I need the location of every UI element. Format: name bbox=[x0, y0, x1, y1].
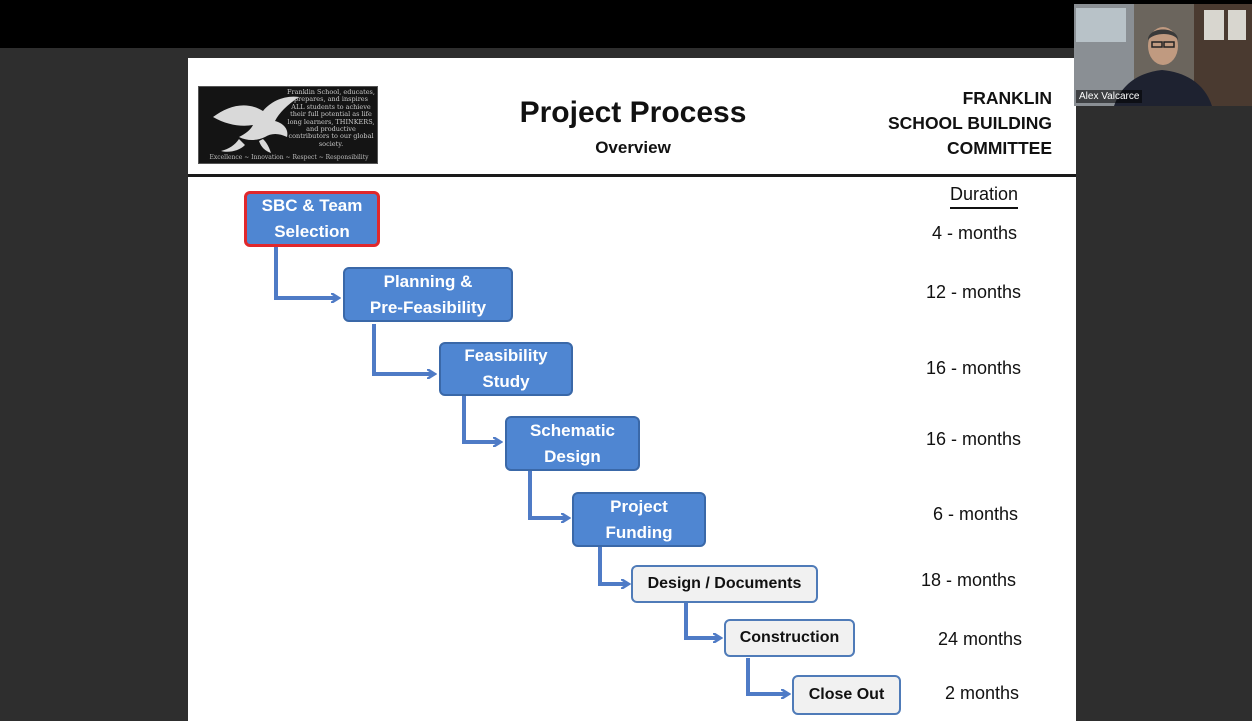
participant-video-feed bbox=[1074, 4, 1252, 106]
flow-connectors bbox=[274, 246, 1076, 721]
committee-name: FRANKLIN SCHOOL BUILDING COMMITTEE bbox=[888, 86, 1052, 161]
step-label: Project bbox=[610, 496, 668, 516]
duration-value: 16 - months bbox=[926, 429, 1022, 449]
duration-value: 24 months bbox=[938, 629, 1023, 649]
connector-arrow-icon bbox=[372, 324, 434, 374]
org-line: FRANKLIN bbox=[962, 88, 1052, 108]
connector-arrow-icon bbox=[684, 603, 720, 638]
step-label: Pre-Feasibility bbox=[369, 297, 487, 317]
connector-arrow-icon bbox=[528, 470, 568, 518]
org-line: COMMITTEE bbox=[947, 138, 1052, 158]
step-label: Close Out bbox=[808, 686, 885, 703]
school-logo: Franklin School, educates, prepares, and… bbox=[198, 86, 378, 164]
step-label: Planning & bbox=[383, 271, 473, 291]
duration-value: 12 - months bbox=[926, 282, 1022, 302]
step-label: SBC & Team bbox=[261, 196, 363, 215]
step-label: Design bbox=[544, 446, 601, 466]
duration-value: 18 - months bbox=[921, 570, 1017, 590]
step-label: Selection bbox=[274, 222, 350, 241]
duration-header: Duration bbox=[950, 184, 1019, 209]
slide-header: Franklin School, educates, prepares, and… bbox=[188, 58, 1076, 174]
participant-name-label: Alex Valcarce bbox=[1076, 90, 1143, 103]
top-black-bar bbox=[0, 0, 1252, 48]
logo-tagline: Excellence ~ Innovation ~ Respect ~ Resp… bbox=[209, 154, 369, 161]
connector-arrow-icon bbox=[462, 396, 500, 442]
participant-video-tile[interactable]: Alex Valcarce bbox=[1074, 4, 1252, 106]
logo-mission-text: Franklin School, educates, prepares, and… bbox=[287, 88, 375, 148]
shared-slide: Franklin School, educates, prepares, and… bbox=[188, 58, 1076, 721]
duration-value: 6 - months bbox=[933, 504, 1019, 524]
step-label: Design / Documents bbox=[647, 575, 802, 592]
slide-subtitle: Overview bbox=[595, 138, 671, 157]
step-label: Construction bbox=[739, 629, 840, 646]
slide-title: Project Process bbox=[519, 96, 747, 129]
duration-value: 4 - months bbox=[932, 223, 1018, 243]
step-close-out: Close Out bbox=[792, 675, 901, 715]
duration-value: 16 - months bbox=[926, 358, 1022, 378]
step-construction: Construction bbox=[724, 619, 855, 657]
step-label: Funding bbox=[605, 522, 673, 542]
duration-value: 2 months bbox=[945, 683, 1020, 703]
step-label: Study bbox=[482, 372, 530, 391]
step-planning-pre-feasibility: Planning & Pre-Feasibility bbox=[343, 267, 513, 322]
connector-arrow-icon bbox=[746, 658, 788, 694]
header-divider bbox=[188, 174, 1076, 177]
org-line: SCHOOL BUILDING bbox=[888, 113, 1052, 133]
step-label: Schematic bbox=[529, 420, 616, 440]
eagle-logo-icon bbox=[213, 96, 299, 153]
step-design-documents: Design / Documents bbox=[631, 565, 818, 603]
step-label: Feasibility bbox=[464, 346, 548, 365]
connector-arrow-icon bbox=[274, 246, 338, 298]
connector-arrow-icon bbox=[598, 546, 628, 584]
